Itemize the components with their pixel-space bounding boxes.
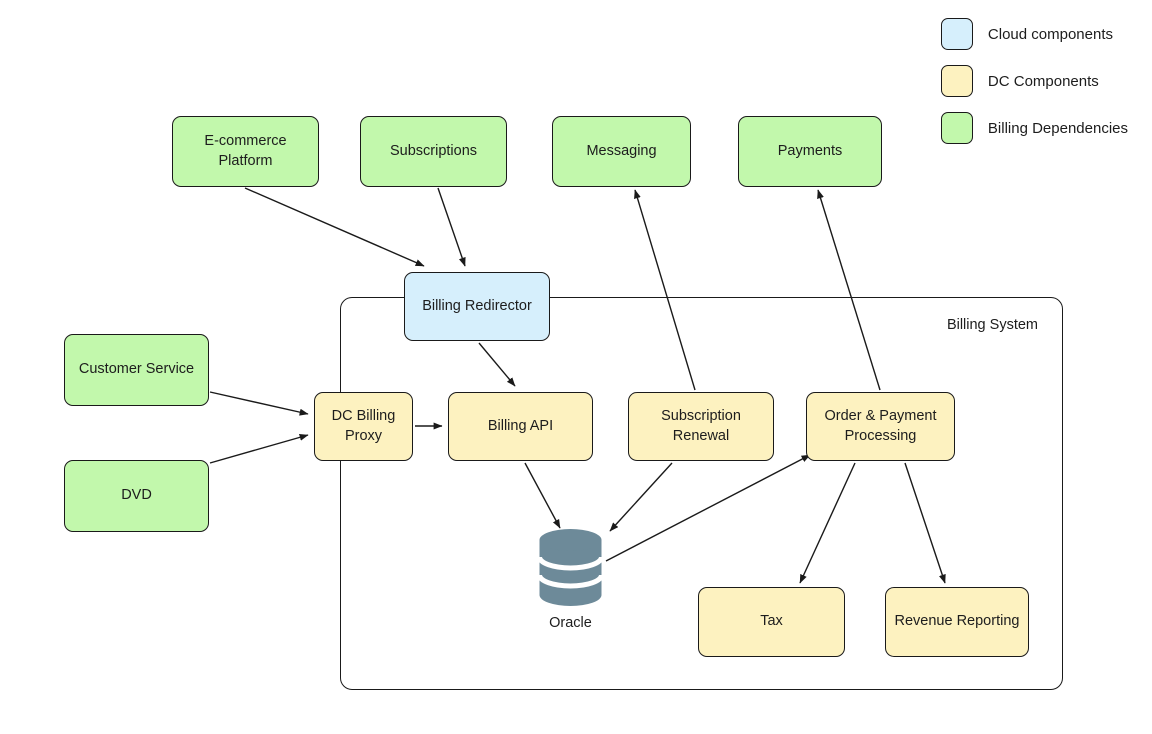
node-revenue[interactable]: Revenue Reporting bbox=[885, 587, 1029, 657]
node-proxy[interactable]: DC Billing Proxy bbox=[314, 392, 413, 461]
legend-label-dependency: Billing Dependencies bbox=[987, 119, 1128, 137]
node-ecommerce-label: E-commerce Platform bbox=[204, 133, 287, 169]
database-top-disc bbox=[539, 529, 602, 551]
node-subrenewal-label: Subscription Renewal bbox=[661, 408, 741, 444]
node-dvd[interactable]: DVD bbox=[64, 460, 209, 532]
node-payments[interactable]: Payments bbox=[738, 116, 882, 187]
group-billing-system-label: Billing System bbox=[946, 317, 1038, 333]
node-revenue-label: Revenue Reporting bbox=[894, 613, 1020, 630]
database-separator-2 bbox=[537, 574, 604, 589]
node-custsvc-label: Customer Service bbox=[78, 361, 195, 378]
database-body bbox=[539, 540, 602, 606]
legend-item-dependency: Billing Dependencies bbox=[940, 112, 1128, 144]
node-redirector-label: Billing Redirector bbox=[422, 297, 532, 314]
database-separator-1 bbox=[537, 556, 604, 571]
node-billingapi-label: Billing API bbox=[487, 417, 554, 434]
legend-swatch-dependency bbox=[940, 112, 973, 144]
oracle-database-label: Oracle bbox=[549, 615, 592, 631]
group-billing-system bbox=[340, 297, 1063, 690]
node-billingapi[interactable]: Billing API bbox=[448, 392, 593, 461]
node-proxy-label: DC Billing Proxy bbox=[331, 408, 396, 444]
node-tax[interactable]: Tax bbox=[698, 587, 845, 657]
legend-swatch-dc bbox=[940, 65, 973, 97]
node-orderpay-label: Order & Payment Processing bbox=[824, 408, 937, 444]
legend-item-cloud: Cloud components bbox=[940, 18, 1128, 50]
node-ecommerce[interactable]: E-commerce Platform bbox=[172, 116, 319, 187]
node-redirector[interactable]: Billing Redirector bbox=[404, 272, 550, 341]
node-orderpay[interactable]: Order & Payment Processing bbox=[806, 392, 955, 461]
oracle-database-icon[interactable] bbox=[535, 528, 606, 607]
legend-swatch-cloud bbox=[940, 18, 973, 50]
edge-dvd-to-proxy bbox=[209, 433, 309, 464]
node-subs[interactable]: Subscriptions bbox=[360, 116, 507, 187]
edge-subs-to-redirector bbox=[437, 187, 466, 267]
node-subrenewal[interactable]: Subscription Renewal bbox=[628, 392, 774, 461]
node-tax-label: Tax bbox=[760, 613, 783, 630]
edge-custsvc-to-proxy bbox=[209, 391, 309, 416]
node-payments-label: Payments bbox=[777, 142, 843, 159]
legend-label-cloud: Cloud components bbox=[987, 25, 1113, 43]
node-messaging[interactable]: Messaging bbox=[552, 116, 691, 187]
database-cylinder-icon bbox=[537, 529, 604, 606]
edge-ecommerce-to-redirector bbox=[244, 187, 425, 267]
node-dvd-label: DVD bbox=[121, 487, 152, 504]
node-custsvc[interactable]: Customer Service bbox=[64, 334, 209, 406]
legend-label-dc: DC Components bbox=[987, 72, 1099, 90]
legend-item-dc: DC Components bbox=[940, 65, 1128, 97]
node-messaging-label: Messaging bbox=[586, 142, 657, 159]
node-subs-label: Subscriptions bbox=[389, 142, 478, 159]
